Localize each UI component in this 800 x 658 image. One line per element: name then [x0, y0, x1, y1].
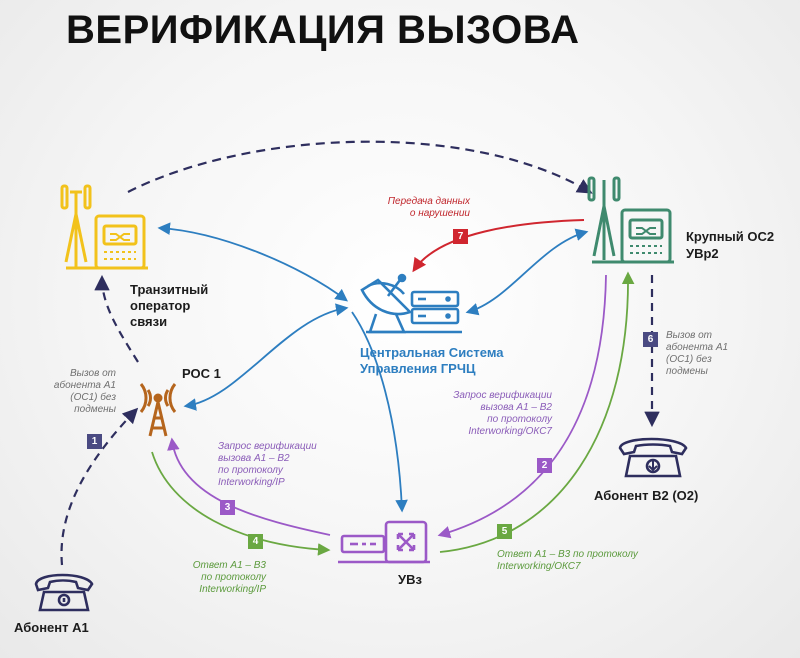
central-system-label: Центральная Система Управления ГРЧЦ — [360, 345, 520, 377]
step-6-line: Вызов от — [666, 330, 713, 341]
arrow-uvz-to-oc2 — [439, 271, 635, 553]
step-3-note: Запрос верификации вызова А1 – В2 по про… — [218, 441, 317, 489]
step-6-line: абонента А1 — [666, 342, 729, 353]
step-6-line: (ОС1) без — [666, 354, 712, 365]
central-system-label-line-1: Центральная Система — [360, 345, 504, 360]
arrow-a1-to-roc1 — [60, 407, 139, 566]
step-3-line: Interworking/IP — [218, 477, 285, 488]
step-1-badge: 1 — [87, 434, 102, 449]
step-1-line: (ОС1) без — [70, 392, 116, 403]
step-4-line: Ответ А1 – В3 — [192, 560, 266, 571]
step-4-badge: 4 — [248, 534, 263, 549]
step-2-line: по протоколу — [487, 414, 552, 425]
arrow-center-transit — [157, 222, 349, 302]
step-1-line: подмены — [74, 404, 116, 415]
step-3-line: вызова А1 – В2 — [218, 453, 290, 464]
step-3-line: Запрос верификации — [218, 441, 317, 452]
arrow-oc2-to-uvz — [437, 274, 607, 539]
step-2-line: Interworking/ОКС7 — [468, 426, 552, 437]
step-4-note: Ответ А1 – В3 по протоколу Interworking/… — [166, 560, 266, 596]
transit-label-line-2: оператор — [130, 298, 191, 313]
big-operator-label-line-1: Крупный ОС2 — [686, 229, 775, 244]
step-5-badge: 5 — [497, 524, 512, 539]
switch-icon — [338, 520, 430, 564]
big-operator-icon — [587, 176, 674, 264]
transit-label-line-1: Транзитный — [130, 282, 209, 297]
page-title: ВЕРИФИКАЦИЯ ВЫЗОВА — [66, 8, 580, 52]
big-operator-label: Крупный ОС2 УВр2 — [686, 228, 774, 262]
step-4-line: по протоколу — [201, 572, 266, 583]
radio-tower-icon — [139, 383, 177, 437]
step-7-badge: 7 — [453, 229, 468, 244]
step-6-line: подмены — [666, 366, 708, 377]
phone-b2-icon — [618, 437, 688, 478]
subscriber-a1-label: Абонент А1 — [14, 620, 89, 635]
step-2-line: Запрос верификации — [453, 390, 552, 401]
step-5-line: Interworking/ОКС7 — [497, 561, 581, 572]
step-2-line: вызова А1 – В2 — [480, 402, 552, 413]
roc1-label: РОС 1 — [182, 366, 221, 381]
satellite-server-icon — [360, 273, 462, 334]
step-6-note: Вызов от абонента А1 (ОС1) без подмены — [666, 330, 728, 378]
step-3-line: по протоколу — [218, 465, 283, 476]
uvz-label: УВз — [398, 572, 422, 587]
arrow-center-oc2 — [465, 228, 589, 316]
arrow-center-roc1 — [183, 303, 349, 411]
central-system-label-line-2: Управления ГРЧЦ — [360, 361, 476, 376]
step-1-line: абонента А1 — [53, 380, 116, 391]
arrow-center-uvz — [351, 311, 408, 513]
phone-a1-icon — [34, 573, 94, 612]
step-1-line: Вызов от — [69, 368, 116, 379]
step-2-badge: 2 — [537, 458, 552, 473]
step-7-line: Передача данных — [387, 196, 470, 207]
subscriber-b2-label: Абонент В2 (О2) — [594, 488, 699, 503]
transit-label-line-3: связи — [130, 314, 168, 329]
step-5-note: Ответ А1 – В3 по протоколу Interworking/… — [497, 549, 638, 573]
step-3-badge: 3 — [220, 500, 235, 515]
arrow-oc2-to-center — [412, 219, 585, 273]
transit-operator-icon — [60, 184, 148, 270]
step-1-note: Вызов от абонента А1 (ОС1) без подмены — [26, 368, 116, 416]
step-4-line: Interworking/IP — [199, 584, 266, 595]
transit-operator-label: Транзитный оператор связи — [130, 282, 208, 330]
big-operator-label-line-2: УВр2 — [686, 246, 719, 261]
step-2-note: Запрос верификации вызова А1 – В2 по про… — [420, 390, 552, 438]
step-5-line: Ответ А1 – В3 по протоколу — [497, 549, 638, 560]
step-6-badge: 6 — [643, 332, 658, 347]
step-7-note: Передача данных о нарушении — [360, 196, 470, 220]
arrow-transit-to-oc2 — [127, 140, 593, 194]
arrow-roc1-to-transit — [94, 274, 139, 363]
step-7-line: о нарушении — [409, 208, 470, 219]
arrow-roc1-to-uvz — [151, 451, 331, 556]
